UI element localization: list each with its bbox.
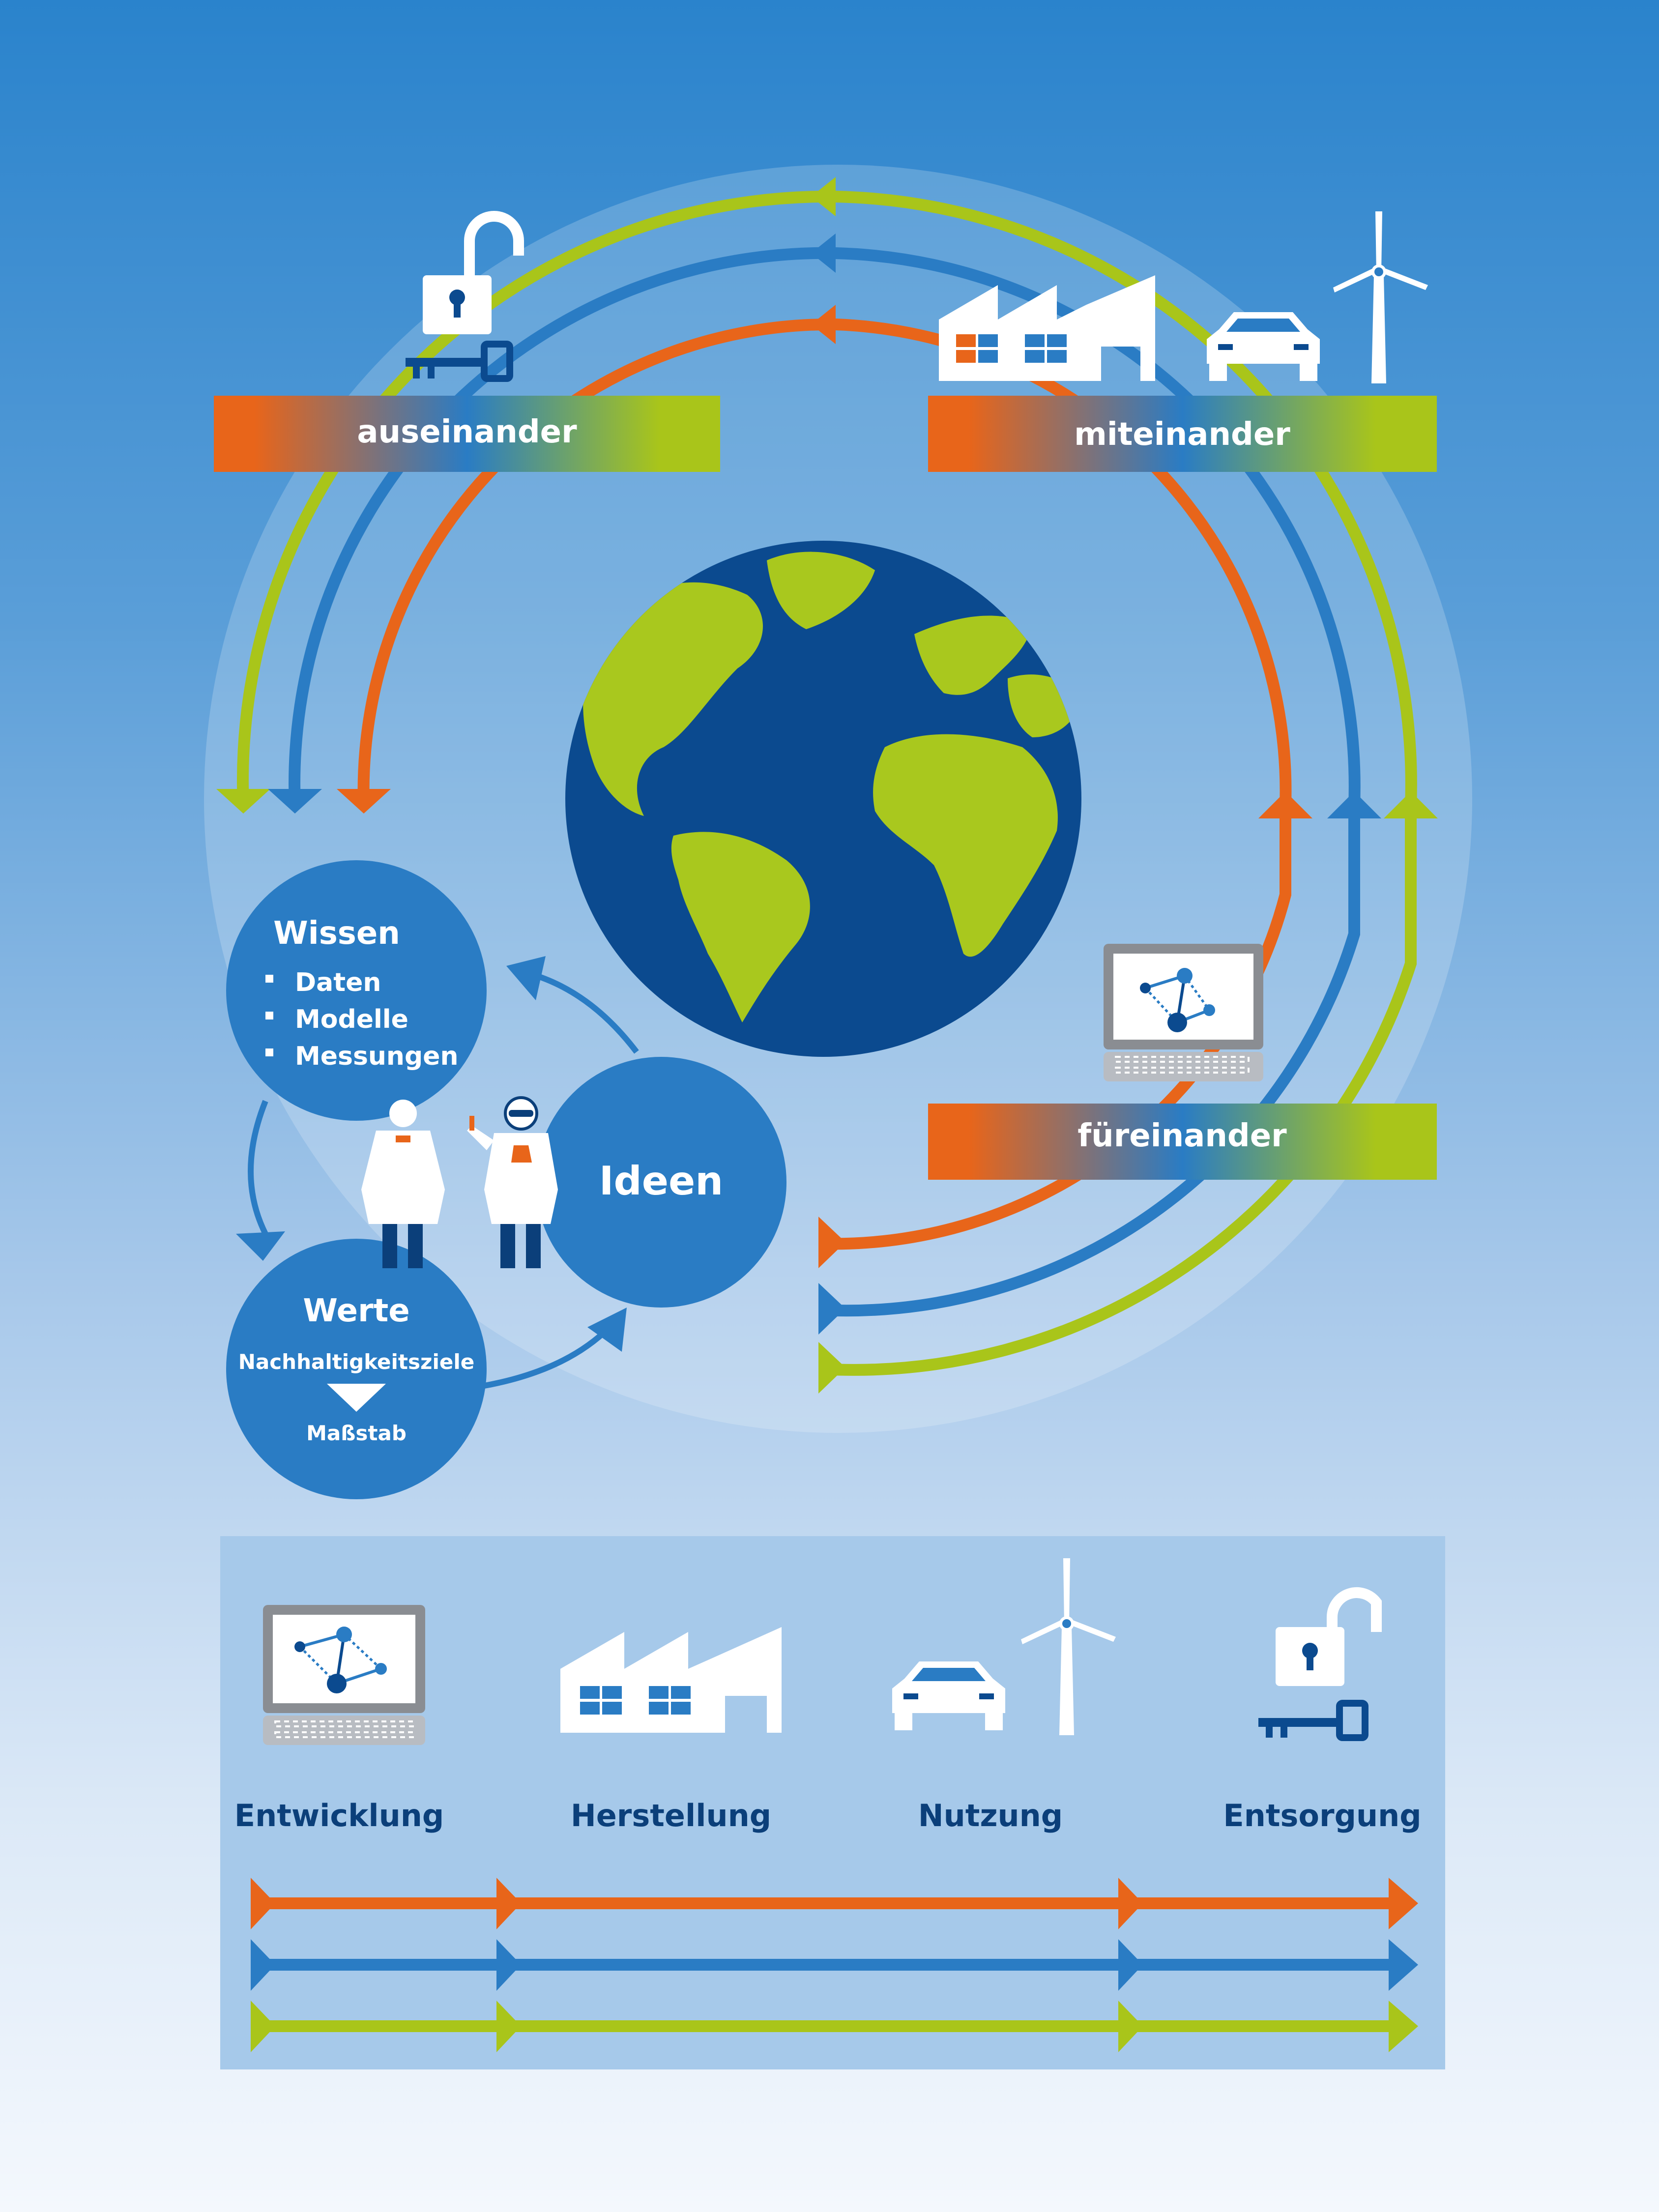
small-arrowheads <box>236 956 627 1352</box>
phase-label-miteinander: miteinander <box>1074 416 1290 453</box>
phase-label-auseinander: auseinander <box>357 414 577 450</box>
car-icon <box>892 1661 1005 1730</box>
small-cycle-arrows <box>248 970 639 1389</box>
laptop-network-icon <box>263 1605 425 1745</box>
padlock-key-icon <box>406 211 524 382</box>
lifecycle-arrow-green <box>251 2001 1418 2052</box>
scientist-icon <box>467 1096 558 1268</box>
stage-label-production: Herstellung <box>571 1798 771 1834</box>
values-line-1: Nachhaltigkeitsziele <box>238 1350 474 1374</box>
padlock-key-icon <box>1258 1587 1382 1741</box>
values-title: Werte <box>303 1293 409 1329</box>
car-icon <box>1207 312 1320 381</box>
laptop-network-icon <box>1104 944 1263 1081</box>
knowledge-title: Wissen <box>273 915 400 952</box>
earth-globe-icon <box>565 541 1081 1057</box>
factory-icon <box>560 1627 782 1733</box>
wind-turbine-icon <box>1333 211 1428 383</box>
factory-icon <box>939 275 1155 381</box>
scientist-icon <box>361 1100 445 1268</box>
lifecycle-arrow-orange <box>251 1878 1418 1929</box>
phase-bar-miteinander: miteinander <box>928 396 1437 472</box>
phase-bar-auseinander: auseinander <box>214 396 720 472</box>
stage-label-disposal: Entsorgung <box>1223 1798 1421 1834</box>
values-circle: Werte Nachhaltigkeitsziele Maßstab <box>226 1239 487 1499</box>
ideas-circle: Ideen <box>536 1057 786 1308</box>
knowledge-item-2: Modelle <box>295 1005 408 1034</box>
lifecycle-arrow-blue <box>251 1939 1418 1991</box>
stage-label-development: Entwicklung <box>234 1798 444 1834</box>
knowledge-circle: Wissen Daten Modelle Messungen <box>226 860 487 1121</box>
knowledge-item-1: Daten <box>295 968 381 997</box>
phase-label-fuereinander: füreinander <box>1077 1118 1287 1154</box>
knowledge-item-3: Messungen <box>295 1042 458 1071</box>
ideas-title: Ideen <box>599 1158 724 1204</box>
phase-bar-fuereinander: füreinander <box>928 1104 1437 1180</box>
values-line-2: Maßstab <box>306 1421 407 1445</box>
cycle-arrowheads <box>216 177 1438 1394</box>
stage-label-use: Nutzung <box>918 1798 1063 1834</box>
wind-turbine-icon <box>1021 1558 1116 1735</box>
